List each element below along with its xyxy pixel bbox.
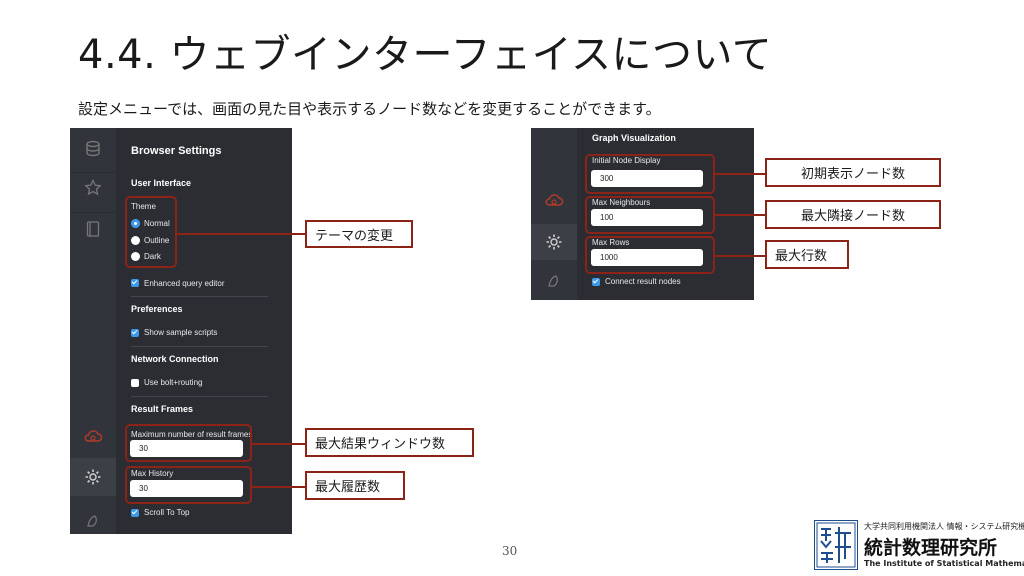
max-neighbours-input[interactable]: 100 (591, 209, 703, 226)
initial-node-display-input[interactable]: 300 (591, 170, 703, 187)
theme-radio-normal[interactable] (131, 219, 140, 228)
logo-org-line: 大学共同利用機関法人 情報・システム研究機構 (864, 522, 1024, 531)
theme-outline-label: Outline (144, 236, 170, 245)
logo-institute-en: The Institute of Statistical Mathematics (864, 559, 1024, 568)
bolt-routing-label: Use bolt+routing (144, 378, 203, 387)
max-frames-highlight-box (125, 424, 252, 462)
sidebar-rail (70, 128, 116, 534)
user-interface-heading: User Interface (131, 178, 192, 188)
theme-radio-outline[interactable] (131, 236, 140, 245)
bolt-routing-checkbox[interactable] (131, 379, 139, 387)
preferences-heading: Preferences (131, 304, 183, 314)
initial-node-highlight-box (585, 154, 715, 194)
scroll-to-top-checkbox[interactable] (131, 509, 139, 517)
theme-label: Theme (131, 202, 156, 211)
enhanced-editor-label: Enhanced query editor (144, 279, 225, 288)
callout-max-rows: 最大行数 (765, 240, 849, 269)
settings-rail-active-graph[interactable] (531, 224, 577, 260)
theme-radio-dark[interactable] (131, 252, 140, 261)
star-icon[interactable] (82, 177, 104, 199)
connect-result-nodes-checkbox[interactable] (592, 278, 600, 286)
settings-rail-active[interactable] (70, 458, 116, 496)
graph-visualization-heading: Graph Visualization (592, 133, 676, 143)
max-rows-label: Max Rows (592, 238, 630, 247)
sample-scripts-label: Show sample scripts (144, 328, 218, 337)
max-history-label: Max History (131, 469, 174, 478)
cloud-sync-icon-graph[interactable] (543, 190, 565, 212)
max-rows-input[interactable]: 1000 (591, 249, 703, 266)
max-neighbours-connector (715, 214, 765, 216)
document-icon[interactable] (82, 218, 104, 240)
network-connection-heading: Network Connection (131, 354, 219, 364)
max-frames-input[interactable]: 30 (130, 440, 243, 457)
max-rows-highlight-box (585, 236, 715, 274)
cloud-sync-icon[interactable] (82, 426, 104, 448)
about-icon-graph[interactable] (543, 270, 565, 292)
ism-logo-glyph-icon (816, 522, 856, 568)
max-frames-label: Maximum number of result frames (131, 430, 253, 439)
enhanced-editor-checkbox[interactable] (131, 279, 139, 287)
gear-icon-graph[interactable] (543, 231, 565, 253)
connect-result-nodes-label: Connect result nodes (605, 277, 681, 286)
about-icon[interactable] (82, 510, 104, 532)
logo-institute-jp: 統計数理研究所 (864, 537, 998, 559)
max-history-input[interactable]: 30 (130, 480, 243, 497)
callout-max-neighbour-nodes: 最大隣接ノード数 (765, 200, 941, 229)
callout-max-result-windows: 最大結果ウィンドウ数 (305, 428, 474, 457)
max-neighbours-label: Max Neighbours (592, 198, 651, 207)
ism-logo-mark (814, 520, 858, 570)
sidebar-rail-graph (531, 128, 577, 300)
sample-scripts-checkbox[interactable] (131, 329, 139, 337)
max-history-highlight-box (125, 466, 252, 504)
page-number: 30 (502, 544, 518, 558)
callout-theme: テーマの変更 (305, 220, 413, 248)
scroll-to-top-label: Scroll To Top (144, 508, 190, 517)
initial-node-connector (715, 173, 765, 175)
theme-highlight-box (125, 196, 177, 268)
theme-dark-label: Dark (144, 252, 161, 261)
initial-node-display-label: Initial Node Display (592, 156, 661, 165)
theme-connector (177, 233, 305, 235)
gear-icon[interactable] (82, 466, 104, 488)
slide-title: 4.4. ウェブインターフェイスについて (78, 32, 773, 78)
max-frames-connector (252, 443, 305, 445)
max-history-connector (252, 486, 305, 488)
callout-initial-display-nodes: 初期表示ノード数 (765, 158, 941, 187)
callout-max-history: 最大履歴数 (305, 471, 405, 500)
slide-subtitle: 設定メニューでは、画面の見た目や表示するノード数などを変更することができます。 (78, 100, 661, 118)
result-frames-heading: Result Frames (131, 404, 194, 414)
browser-settings-heading: Browser Settings (131, 145, 222, 157)
max-rows-connector (715, 255, 765, 257)
database-icon[interactable] (82, 138, 104, 160)
max-neighbours-highlight-box (585, 196, 715, 234)
theme-normal-label: Normal (144, 219, 170, 228)
